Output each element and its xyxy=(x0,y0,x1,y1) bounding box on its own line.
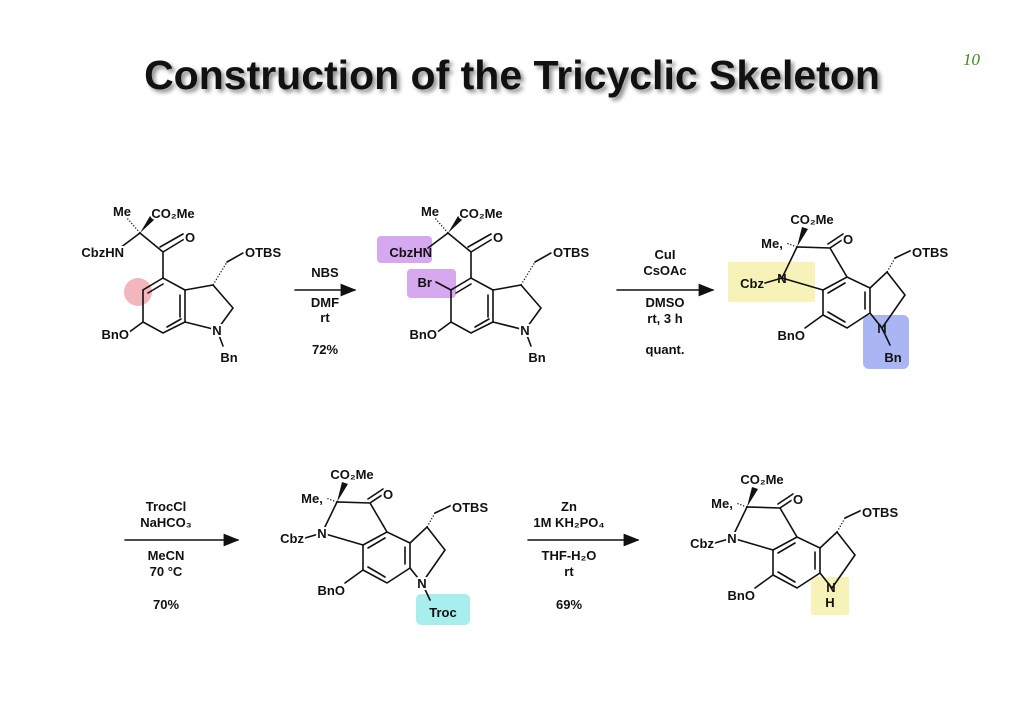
highlight-cyan-troc xyxy=(416,594,470,625)
label-bn: Bn xyxy=(220,350,237,365)
step-4: Zn 1M KH₂PO₄ THF-H₂O rt 69% xyxy=(527,499,640,612)
label-cbzhn: CbzHN xyxy=(389,245,432,260)
highlight-yellow-nh xyxy=(811,577,849,615)
solvent: DMSO xyxy=(646,295,685,310)
page-title: Construction of the Tricyclic Skeleton xyxy=(144,52,880,98)
label-me: Me, xyxy=(711,496,733,511)
label-n: N xyxy=(777,271,786,286)
molecule-1: Me CO₂Me O CbzHN OTBS N Bn BnO xyxy=(79,202,283,367)
label-o: O xyxy=(383,487,393,502)
molecule-2: Me CO₂Me O CbzHN Br OTBS N Bn BnO xyxy=(389,202,591,367)
temperature: rt xyxy=(320,310,330,325)
molecule-3: CO₂Me Me, O N Cbz OTBS N Bn BnO xyxy=(740,210,950,365)
yield: 70% xyxy=(153,597,179,612)
temperature: 70 °C xyxy=(150,564,183,579)
highlight-purple-cbzhn xyxy=(377,236,432,263)
solvent: MeCN xyxy=(148,548,185,563)
solvent: THF-H₂O xyxy=(542,548,597,563)
label-n: N xyxy=(877,321,886,336)
label-troc: Troc xyxy=(429,605,456,620)
highlight-pink xyxy=(124,278,152,306)
label-otbs: OTBS xyxy=(912,245,948,260)
label-otbs: OTBS xyxy=(245,245,281,260)
reagent: NBS xyxy=(311,265,339,280)
reagent: TrocCl xyxy=(146,499,186,514)
label-me: Me xyxy=(113,204,131,219)
label-bno: BnO xyxy=(318,583,345,598)
molecule-4: CO₂Me Me, O N Cbz OTBS N Troc BnO xyxy=(278,465,490,620)
page-number: 10 xyxy=(963,50,980,69)
highlight-blue-nbn xyxy=(863,315,909,369)
step-3: TrocCl NaHCO₃ MeCN 70 °C 70% xyxy=(124,499,240,612)
label-n: N xyxy=(212,323,221,338)
reagent: Zn xyxy=(561,499,577,514)
label-h: H xyxy=(825,595,834,610)
reagent: CuI xyxy=(655,247,676,262)
label-co2me: CO₂Me xyxy=(740,472,783,487)
label-bno: BnO xyxy=(778,328,805,343)
label-cbz: Cbz xyxy=(280,531,304,546)
temperature: rt xyxy=(564,564,574,579)
conditions: rt, 3 h xyxy=(647,311,682,326)
label-o: O xyxy=(185,230,195,245)
label-bno: BnO xyxy=(102,327,129,342)
label-bn: Bn xyxy=(528,350,545,365)
label-co2me: CO₂Me xyxy=(151,206,194,221)
label-me: Me, xyxy=(301,491,323,506)
label-bno: BnO xyxy=(410,327,437,342)
label-cbz: Cbz xyxy=(740,276,764,291)
label-me: Me, xyxy=(761,236,783,251)
label-o: O xyxy=(843,232,853,247)
label-bn: Bn xyxy=(884,350,901,365)
label-o: O xyxy=(493,230,503,245)
label-otbs: OTBS xyxy=(452,500,488,515)
label-br: Br xyxy=(418,275,432,290)
reagent: 1M KH₂PO₄ xyxy=(533,515,604,530)
step-1: NBS DMF rt 72% xyxy=(294,265,357,357)
label-me: Me xyxy=(421,204,439,219)
label-cbz: Cbz xyxy=(690,536,714,551)
label-o: O xyxy=(793,492,803,507)
label-n: N xyxy=(520,323,529,338)
label-co2me: CO₂Me xyxy=(790,212,833,227)
label-co2me: CO₂Me xyxy=(330,467,373,482)
label-bno: BnO xyxy=(728,588,755,603)
label-n: N xyxy=(317,526,326,541)
label-cbzhn: CbzHN xyxy=(81,245,124,260)
yield: quant. xyxy=(646,342,685,357)
reagent: CsOAc xyxy=(643,263,686,278)
label-co2me: CO₂Me xyxy=(459,206,502,221)
solvent: DMF xyxy=(311,295,339,310)
label-n: N xyxy=(417,576,426,591)
label-n: N xyxy=(826,580,835,595)
highlight-yellow-cbzn xyxy=(728,262,815,302)
molecule-5: CO₂Me Me, O N Cbz OTBS N H BnO xyxy=(688,470,900,610)
label-n: N xyxy=(727,531,736,546)
yield: 72% xyxy=(312,342,338,357)
yield: 69% xyxy=(556,597,582,612)
label-otbs: OTBS xyxy=(553,245,589,260)
step-2: CuI CsOAc DMSO rt, 3 h quant. xyxy=(616,247,715,357)
highlight-purple-br xyxy=(407,269,456,298)
reagent: NaHCO₃ xyxy=(140,515,192,530)
label-otbs: OTBS xyxy=(862,505,898,520)
